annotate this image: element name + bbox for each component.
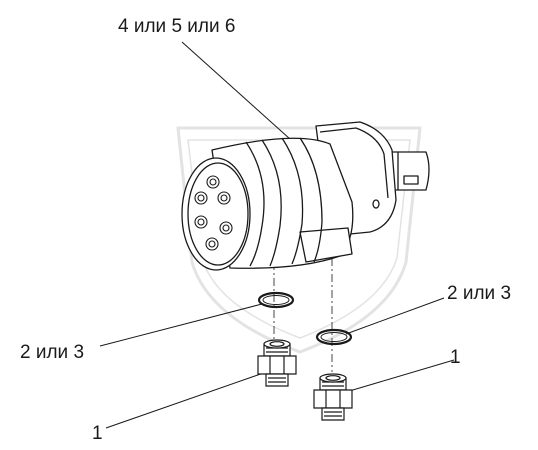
motor-end-cover: [181, 157, 251, 271]
fitting-right: [313, 373, 353, 421]
callout-fitting-left: 1: [92, 423, 103, 444]
leader-lines: [99, 41, 455, 429]
end-cover-bolts: [194, 175, 233, 251]
callout-ring-right: 2 или 3: [447, 283, 512, 304]
o-ring-left: [257, 291, 295, 309]
callout-motor: 4 или 5 или 6: [118, 16, 236, 37]
axis-lines: [273, 246, 333, 372]
callout-fitting-right: 1: [450, 347, 461, 368]
o-ring-right: [315, 328, 353, 346]
callout-ring-left: 2 или 3: [20, 342, 85, 363]
hydraulic-motor: [181, 121, 430, 271]
motor-port-block: [299, 227, 353, 263]
fitting-left: [257, 339, 297, 387]
